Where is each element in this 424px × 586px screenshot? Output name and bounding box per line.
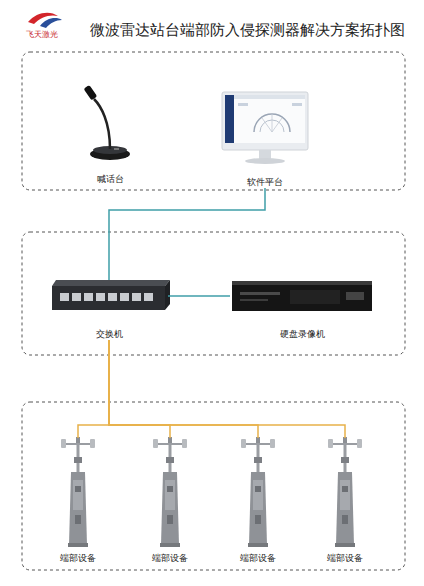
recorder-icon	[290, 290, 340, 304]
logo-mark	[40, 18, 62, 28]
monitor-icon	[222, 92, 308, 150]
group-frame	[22, 402, 405, 570]
switch-icon	[52, 280, 170, 286]
recorder-icon	[232, 281, 372, 285]
recorder-icon	[240, 292, 280, 295]
microphone-icon	[84, 85, 98, 100]
microphone-icon	[114, 148, 119, 150]
monitor-icon	[262, 114, 282, 132]
terminal-device-icon	[61, 437, 95, 547]
switch-icon	[144, 293, 153, 301]
monitor-icon	[234, 95, 305, 99]
node-caption: 端部设备	[327, 553, 363, 564]
monitor-icon	[225, 95, 234, 143]
device-node: 端部设备	[142, 438, 198, 564]
recorder-icon	[232, 281, 372, 311]
terminal-device-icon	[61, 437, 362, 547]
logo-text: 飞天激光	[26, 29, 58, 40]
switch-icon	[60, 293, 69, 301]
logo-mark	[28, 13, 62, 28]
switch-icon	[72, 293, 81, 301]
network-cable	[109, 188, 265, 280]
node-caption: 软件平台	[247, 177, 283, 188]
recorder-icon	[232, 285, 372, 311]
network-cable	[109, 340, 345, 438]
node-caption: 喊话台	[97, 174, 124, 185]
monitor-icon	[292, 103, 302, 106]
monitor-icon	[222, 92, 308, 164]
microphone-node: 喊话台	[80, 85, 140, 185]
group-frame	[22, 52, 405, 190]
switch-icon	[132, 293, 141, 301]
switch-icon	[120, 293, 129, 301]
microphone-icon	[84, 85, 130, 160]
terminal-device-icon	[241, 437, 275, 547]
monitor-icon	[238, 103, 248, 106]
monitor-icon	[254, 114, 290, 132]
switch-icon	[84, 293, 93, 301]
monitor-icon	[225, 95, 305, 143]
software-node: 软件平台	[220, 88, 310, 188]
monitor-icon	[259, 150, 271, 159]
network-cable	[78, 340, 109, 438]
device-node: 端部设备	[230, 438, 286, 564]
network-cable	[109, 340, 170, 438]
network-cable	[109, 340, 258, 438]
terminal-device-icon	[153, 437, 187, 547]
terminal-device-icon	[328, 437, 362, 547]
microphone-icon	[94, 99, 110, 149]
group-frame	[22, 232, 405, 355]
switch-icon	[52, 286, 165, 310]
switch-icon	[52, 280, 170, 310]
diagram-title: 微波雷达站台端部防入侵探测器解决方案拓扑图	[90, 21, 405, 39]
recorder-icon	[240, 299, 268, 301]
network-cable	[168, 295, 230, 297]
node-caption: 端部设备	[60, 553, 96, 564]
device-node: 端部设备	[50, 438, 106, 564]
monitor-icon	[245, 158, 285, 164]
switch-icon	[108, 293, 117, 301]
switch-node: 交换机	[50, 280, 168, 340]
recorder-icon	[346, 292, 364, 300]
group-frame	[22, 52, 405, 570]
node-caption: 端部设备	[152, 553, 188, 564]
device-node: 端部设备	[317, 438, 373, 564]
node-caption: 端部设备	[240, 553, 276, 564]
recorder-node: 硬盘录像机	[230, 280, 374, 340]
node-caption: 硬盘录像机	[280, 329, 325, 340]
node-caption: 交换机	[96, 329, 123, 340]
switch-icon	[165, 280, 170, 310]
switch-icon	[96, 293, 105, 301]
